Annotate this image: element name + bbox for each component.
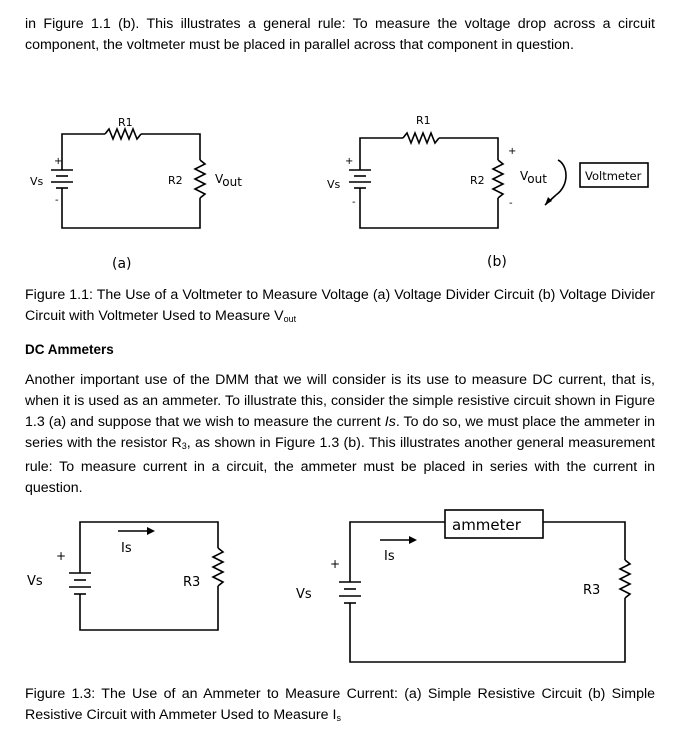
vout-label-b: Vout <box>520 169 547 186</box>
vs-label-3a: Vs <box>27 574 43 589</box>
is-label-b: Is <box>384 549 395 564</box>
circuit-b-wire <box>359 137 403 165</box>
r1-resistor-b <box>402 130 440 146</box>
ammeter-paragraph-part-3: , as shown in Figure 1.3 (b). This illus… <box>25 435 655 496</box>
figure-1-1-diagram: R1 R2 Vs + - Vout (a) R1 R2 Vs + - + - V… <box>30 114 649 272</box>
circuit-b-wire-bottom <box>359 195 499 229</box>
r2-label-b: R2 <box>470 174 485 187</box>
ammeter-box <box>444 509 544 539</box>
circuit-b-wire-right <box>439 137 499 160</box>
minus-label-b2: - <box>509 198 513 209</box>
r2-resistor-a <box>193 159 207 199</box>
plus-label-3a: + <box>56 549 66 563</box>
minus-label-a: - <box>55 195 59 206</box>
r3-resistor-a <box>211 547 225 587</box>
ammeter-label: ammeter <box>452 516 522 534</box>
plus-label-b2: + <box>508 146 516 157</box>
is-label-a: Is <box>121 541 132 556</box>
figure-1-3-caption-text: Figure 1.3: The Use of an Ammeter to Mea… <box>25 686 655 723</box>
plus-label-b: + <box>345 156 353 167</box>
r3-label-a: R3 <box>183 575 200 590</box>
circuit-3a-wire <box>79 521 219 568</box>
circuit-3b-wire-bottom <box>349 598 626 663</box>
battery-b <box>349 165 371 195</box>
r2-resistor-b <box>491 159 505 199</box>
intro-paragraph: in Figure 1.1 (b). This illustrates a ge… <box>25 16 655 53</box>
figure-1-3-diagram: Is Vs + R3 Is Vs + R3 ammeter <box>27 509 632 663</box>
circuit-a-wire-right <box>141 133 201 160</box>
r1-label-b: R1 <box>416 114 431 127</box>
vout-label-a: Vout <box>215 172 242 189</box>
circuit-3b-wire-right <box>543 521 626 560</box>
figure-1-1-caption: Figure 1.1: The Use of a Voltmeter to Me… <box>25 285 655 330</box>
figure-1-3-caption-sub: s <box>336 713 341 723</box>
voltmeter-label: Voltmeter <box>585 169 642 183</box>
figure-1-1-caption-sub: out <box>283 314 297 324</box>
ammeter-paragraph-sub: 3 <box>181 441 187 451</box>
ammeter-paragraph-part-2: . To do so, we must place the ammeter in… <box>25 414 655 451</box>
r2-label-a: R2 <box>168 174 183 187</box>
current-arrowhead-b <box>409 536 417 544</box>
figure-1-1-caption-text: Figure 1.1: The Use of a Voltmeter to Me… <box>25 287 655 324</box>
r3-resistor-b <box>618 559 632 599</box>
panel-label-a: (a) <box>112 256 132 272</box>
ammeter-paragraph: Another important use of the DMM that we… <box>25 370 655 499</box>
voltmeter-box <box>579 162 649 188</box>
current-arrowhead-a <box>147 527 155 535</box>
circuit-a-wire <box>61 133 105 165</box>
circuit-3a-wire-bottom <box>79 586 219 631</box>
battery-a <box>51 165 73 195</box>
r1-label-a: R1 <box>118 116 133 129</box>
voltmeter-probe-curve <box>555 159 567 196</box>
battery-3a <box>69 568 91 603</box>
plus-label-a: + <box>54 156 62 167</box>
r3-label-b: R3 <box>583 583 600 598</box>
panel-label-b: (b) <box>487 254 507 270</box>
section-heading: DC Ammeters <box>25 342 114 357</box>
circuit-a-wire-bottom <box>61 195 201 229</box>
circuit-3b-wire <box>349 521 445 580</box>
r1-resistor-a <box>104 126 142 142</box>
plus-label-3b: + <box>330 557 340 571</box>
ammeter-paragraph-is: Is <box>384 414 396 430</box>
vs-label-a: Vs <box>30 175 44 188</box>
vs-label-3b: Vs <box>296 587 312 602</box>
ammeter-paragraph-part-1: Another important use of the DMM that we… <box>25 372 655 430</box>
vs-label-b: Vs <box>327 178 341 191</box>
battery-3b <box>339 580 361 612</box>
figure-1-3-caption: Figure 1.3: The Use of an Ammeter to Mea… <box>25 684 655 729</box>
minus-label-b: - <box>352 197 356 208</box>
